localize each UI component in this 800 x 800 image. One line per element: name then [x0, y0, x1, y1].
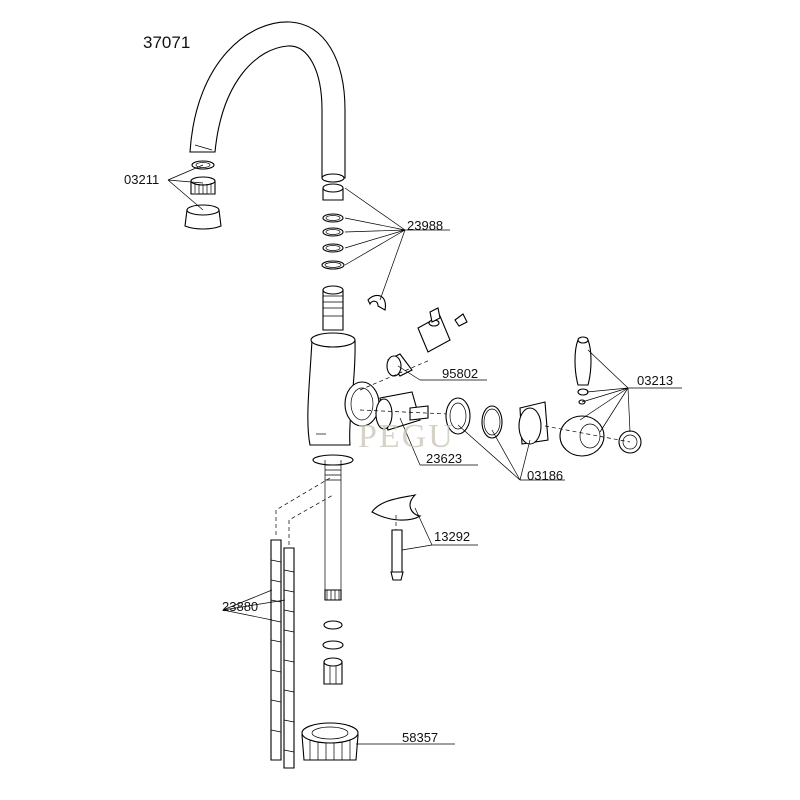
- o-ring-stack: [321, 183, 386, 311]
- faucet-body: [307, 285, 380, 446]
- bonnet-shapes: [445, 397, 549, 445]
- leader-lines: [167, 164, 682, 745]
- threaded-rod: [312, 454, 354, 685]
- model-number: 37071: [143, 33, 191, 52]
- callout-mounting-nut: 58357: [402, 730, 439, 745]
- callout-cartridge-connector: 95802: [442, 366, 479, 381]
- aerator-parts: [184, 160, 222, 230]
- mounting-nut-shape: [301, 722, 359, 761]
- callout-bonnet-set: 03186: [527, 468, 564, 483]
- callout-supply-hoses: 23880: [222, 599, 259, 614]
- cartridge-shapes: [359, 307, 471, 431]
- callout-aerator: 03211: [124, 172, 160, 187]
- watermark-logo: PEGU: [358, 418, 455, 455]
- callout-mounting-bracket: 13292: [434, 529, 471, 544]
- callout-o-rings: 23988: [407, 218, 444, 233]
- spout: [189, 21, 346, 183]
- callout-lever-handle: 03213: [637, 373, 674, 388]
- callout-cartridge: 23623: [426, 451, 463, 466]
- lever-handle-shapes: [544, 336, 642, 457]
- mounting-bracket-shape: [371, 494, 422, 581]
- supply-hose-shapes: [270, 477, 334, 769]
